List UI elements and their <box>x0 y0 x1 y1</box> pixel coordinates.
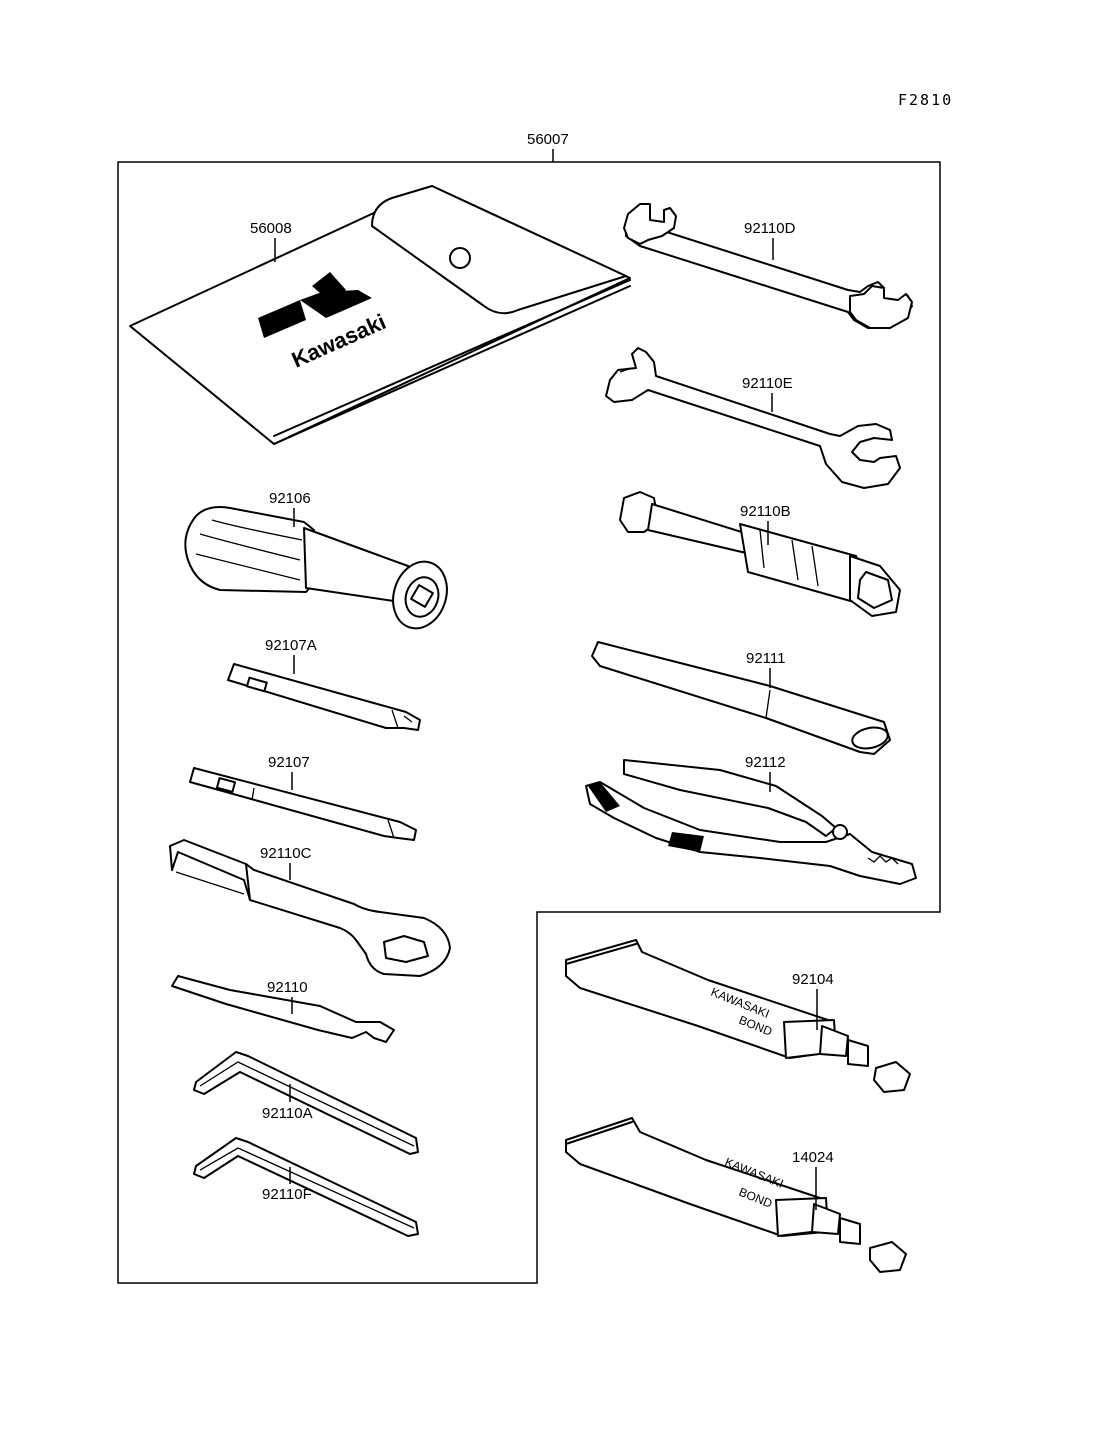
kit-frame <box>117 161 941 1284</box>
wrench-92110e <box>605 347 901 489</box>
hex-key-92110f <box>193 1137 419 1237</box>
bond-tube-14024: KAWASAKI BOND <box>565 1117 907 1273</box>
screwdriver-92107 <box>189 767 417 841</box>
part-callouts: 56008 92110D 92110E 92106 92110B 92107A … <box>250 220 834 1210</box>
part-label-92106: 92106 <box>269 490 311 507</box>
tool-bag-56008: Kawasaki <box>129 185 631 445</box>
hook-spanner-92110 <box>171 975 395 1043</box>
screwdriver-92107a <box>227 663 421 731</box>
part-label-92110c: 92110C <box>260 845 312 862</box>
part-label-92107a: 92107A <box>265 637 317 654</box>
socket-wrench-92110b <box>619 491 901 617</box>
part-label-92111: 92111 <box>746 650 786 667</box>
part-label-92112: 92112 <box>745 754 786 771</box>
ring-spanner-92110c <box>169 839 451 977</box>
part-label-92110b: 92110B <box>740 503 791 520</box>
part-label-92110f: 92110F <box>262 1186 312 1203</box>
part-label-92104: 92104 <box>792 971 834 988</box>
part-label-92107: 92107 <box>268 754 310 771</box>
part-label-92110a: 92110A <box>262 1105 313 1122</box>
extension-bar-92111 <box>591 641 891 755</box>
part-label-92110d: 92110D <box>744 220 796 237</box>
part-label-92110e: 92110E <box>742 375 793 392</box>
pliers-92112 <box>585 759 917 885</box>
figure-id: F2810 <box>898 91 953 109</box>
part-label-56008: 56008 <box>250 220 292 237</box>
handle-92106 <box>184 506 448 630</box>
wrench-92110d <box>623 203 913 329</box>
bond-tube-92104: KAWASAKI BOND <box>565 939 911 1093</box>
hex-key-92110a <box>193 1051 419 1155</box>
kit-label: 56007 <box>527 131 569 148</box>
part-label-92110: 92110 <box>267 979 308 996</box>
part-label-14024: 14024 <box>792 1149 834 1166</box>
